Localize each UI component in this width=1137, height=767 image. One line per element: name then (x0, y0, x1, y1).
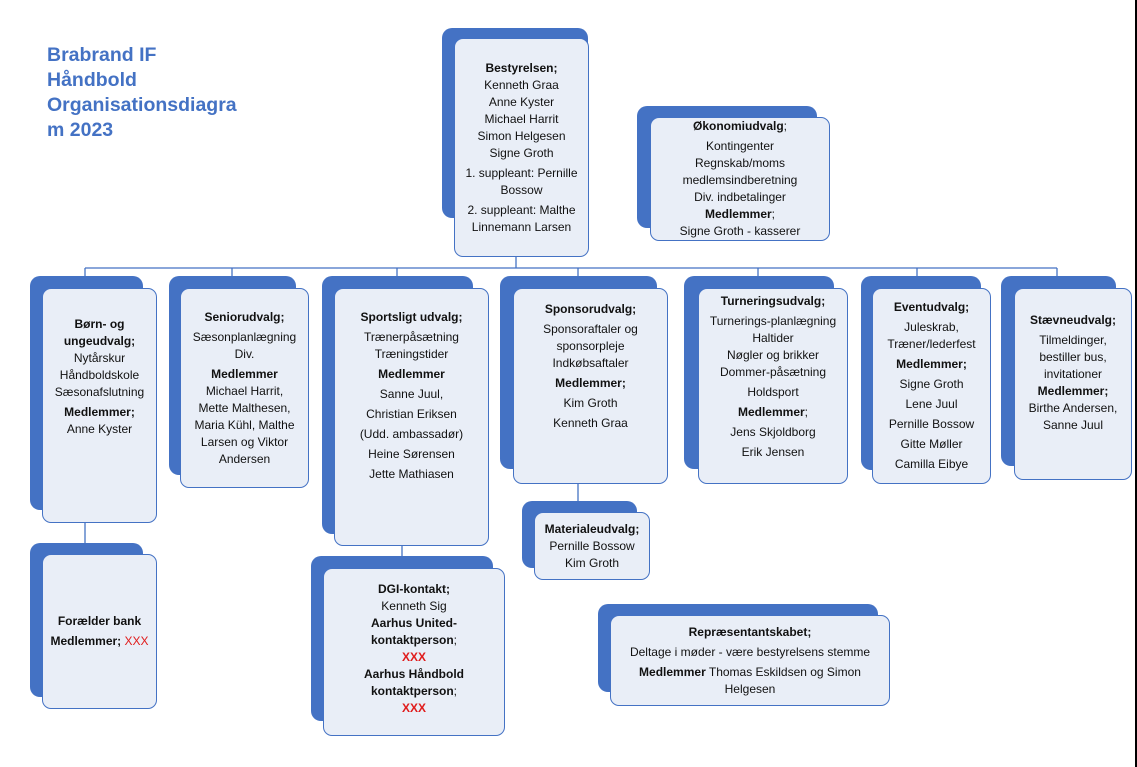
senior-members: Michael Harrit, Mette Malthesen, Maria K… (194, 383, 295, 466)
bestyrelsen-suppleant-2: 2. suppleant: Malthe Linnemann Larsen (467, 202, 576, 234)
turnering-task: Dommer-påsætning (719, 365, 827, 379)
senior-task: Div. (234, 346, 255, 361)
right-edge-strip (1135, 0, 1137, 767)
repraesentant-text: Deltage i møder - være bestyrelsens stem… (629, 644, 871, 659)
title-line: Brabrand IF (47, 44, 157, 66)
aarhus-haandbold-value: XXX (401, 701, 426, 715)
aarhus-haandbold-heading: Aarhus Håndbold kontaktperson; (363, 667, 464, 698)
event-member: Pernille Bossow (888, 417, 975, 431)
foraelder-heading: Forælder bank (57, 614, 142, 628)
staevne-members-heading: Medlemmer; (1037, 384, 1109, 398)
event-member: Gitte Møller (900, 437, 963, 451)
repraesentant-heading: Repræsentantskabet; (688, 624, 812, 639)
senior-members-heading: Medlemmer (211, 366, 278, 381)
staevne-members: Birthe Andersen, Sanne Juul (1028, 401, 1118, 432)
turnering-member: Erik Jensen (741, 445, 805, 459)
title-line: Organisationsdiagra (47, 94, 237, 116)
okonomi-task: Kontingenter (705, 139, 775, 153)
staevne-task: bestiller bus, (1039, 350, 1107, 364)
dgi-heading: DGI-kontakt; (378, 582, 450, 596)
born-task: Nytårskur (73, 350, 126, 365)
staevne-heading: Stævneudvalg; (1029, 313, 1116, 327)
born-heading: Børn- og ungeudvalg; (63, 316, 136, 348)
foraelder-members-value: XXX (124, 634, 149, 648)
sport-member: Christian Eriksen (366, 407, 457, 421)
event-member: Lene Juul (905, 397, 958, 411)
turnering-heading: Turneringsudvalg; (720, 294, 826, 308)
materiale-member: Pernille Bossow (549, 538, 635, 553)
sport-heading: Sportsligt udvalg; (360, 310, 463, 324)
born-members-heading: Medlemmer; (64, 404, 135, 419)
title-line: Håndbold (47, 69, 137, 91)
born-task: Håndboldskole (59, 367, 140, 382)
bestyrelsen-member: Simon Helgesen (477, 128, 566, 143)
chart-title: Brabrand IF Håndbold Organisationsdiagra… (47, 43, 287, 143)
sponsor-task: Sponsoraftaler og sponsorpleje (543, 321, 638, 353)
sport-member: Heine Sørensen (368, 447, 455, 461)
sport-member: Sanne Juul, (379, 387, 444, 401)
sponsor-member: Kenneth Graa (553, 415, 628, 430)
okonomi-members: Signe Groth - kasserer (679, 224, 801, 238)
born-members: Anne Kyster (66, 421, 133, 436)
born-task: Sæsonafslutning (54, 384, 145, 399)
turnering-task: Nøgler og brikker (726, 348, 820, 362)
sport-task: Træningstider (374, 347, 449, 361)
title-line: m 2023 (47, 119, 114, 141)
event-task: Juleskrab, (904, 320, 959, 334)
event-members-heading: Medlemmer; (896, 357, 967, 371)
bestyrelsen-member: Kenneth Graa (484, 77, 559, 92)
event-task: Træner/lederfest (887, 337, 976, 351)
turnering-task: Holdsport (747, 385, 799, 399)
bestyrelsen-member: Anne Kyster (488, 94, 555, 109)
sport-task: Trænerpåsætning (364, 330, 459, 344)
bestyrelsen-heading: Bestyrelsen; (485, 60, 558, 75)
senior-heading: Seniorudvalg; (204, 309, 285, 324)
event-member: Signe Groth (899, 377, 964, 391)
sport-member: (Udd. ambassadør) (359, 427, 464, 441)
aarhus-united-value: XXX (401, 650, 426, 664)
foraelder-members-line: Medlemmer; XXX (50, 634, 149, 648)
okonomi-task: Regnskab/moms (694, 156, 786, 170)
okonomi-members-heading: Medlemmer; (704, 207, 776, 221)
event-heading: Eventudvalg; (893, 300, 970, 314)
event-member: Camilla Eibye (894, 457, 969, 471)
sport-member: Jette Mathiasen (369, 467, 454, 481)
turnering-members-heading: Medlemmer; (737, 405, 809, 419)
turnering-member: Jens Skjoldborg (730, 425, 816, 439)
bestyrelsen-suppleant-1: 1. suppleant: Pernille Bossow (465, 165, 578, 197)
materiale-heading: Materialeudvalg; (544, 521, 640, 536)
bestyrelsen-member: Signe Groth (489, 145, 554, 160)
sport-members-heading: Medlemmer (378, 367, 445, 381)
materiale-member: Kim Groth (564, 555, 619, 570)
aarhus-united-heading: Aarhus United-kontaktperson; (370, 616, 458, 647)
sponsor-heading: Sponsorudvalg; (544, 301, 637, 316)
turnering-task: Haltider (752, 331, 794, 345)
turnering-task: Turnerings-planlægning (709, 314, 837, 328)
sponsor-members-heading: Medlemmer; (555, 375, 626, 390)
sponsor-task: Indkøbsaftaler (552, 355, 629, 370)
repraesentant-members: Medlemmer Thomas Eskildsen og Simon Helg… (639, 664, 861, 696)
senior-task: Sæsonplanlægning (192, 329, 297, 344)
okonomi-task: medlemsindberetning (682, 173, 798, 187)
staevne-task: invitationer (1043, 367, 1103, 381)
sponsor-member: Kim Groth (563, 395, 618, 410)
bestyrelsen-member: Michael Harrit (484, 111, 559, 126)
okonomi-task: Div. indbetalinger (694, 190, 786, 204)
okonomi-heading: Økonomiudvalg; (692, 119, 788, 133)
staevne-task: Tilmeldinger, (1039, 333, 1107, 347)
dgi-contact: Kenneth Sig (381, 599, 447, 613)
